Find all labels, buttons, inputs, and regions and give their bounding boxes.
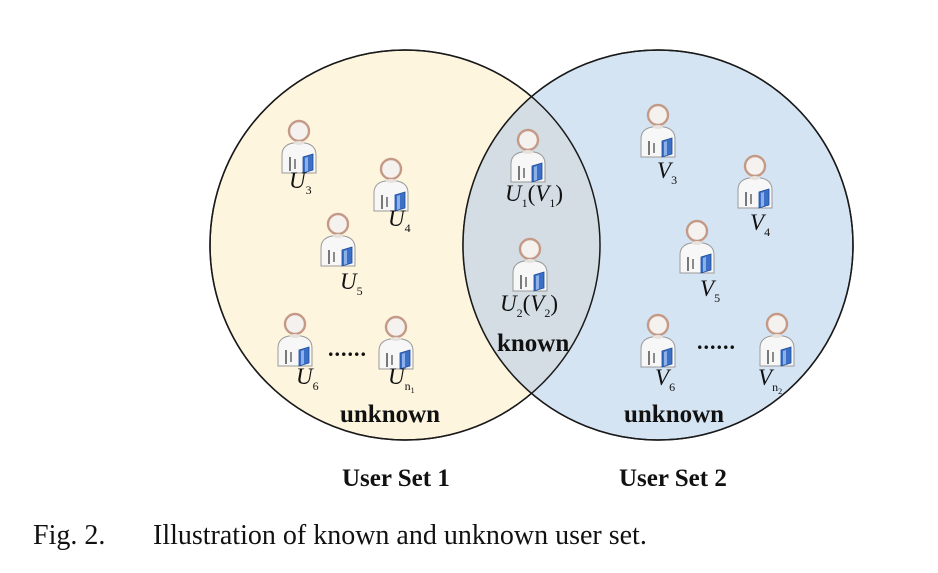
intersection-region [463,50,600,440]
user-label-k1: U1(V1) [505,181,563,210]
set1-label: User Set 1 [342,465,450,492]
caption-text: Illustration of known and unknown user s… [153,520,647,551]
set1-region-label: unknown [340,401,440,428]
figure-number: Fig. 2. [33,520,106,551]
set2-label: User Set 2 [619,465,727,492]
ellipsis-set2: ...... [697,329,736,354]
user-label-u3: U3 [289,168,312,197]
user-label-v5: V5 [700,276,720,305]
user-label-u6: U6 [296,364,319,393]
venn-diagram: U3 U4 U5 U6 ...... Un1 unknown U1(V1) U2… [209,49,854,492]
user-label-u5: U5 [340,269,363,298]
set2-region-label: unknown [624,401,724,428]
user-label-vn2: Vn2 [758,365,782,396]
user-label-u4: U4 [388,206,411,235]
user-label-un1: Un1 [388,364,415,395]
intersection-region-label: known [497,330,569,357]
user-label-v3: V3 [657,158,677,187]
figure-caption: Fig. 2. Illustration of known and unknown… [33,520,647,552]
user-label-v6: V6 [655,365,675,394]
ellipsis-set1: ...... [328,336,367,361]
user-label-v4: V4 [750,210,770,239]
user-label-k2: U2(V2) [500,291,558,320]
